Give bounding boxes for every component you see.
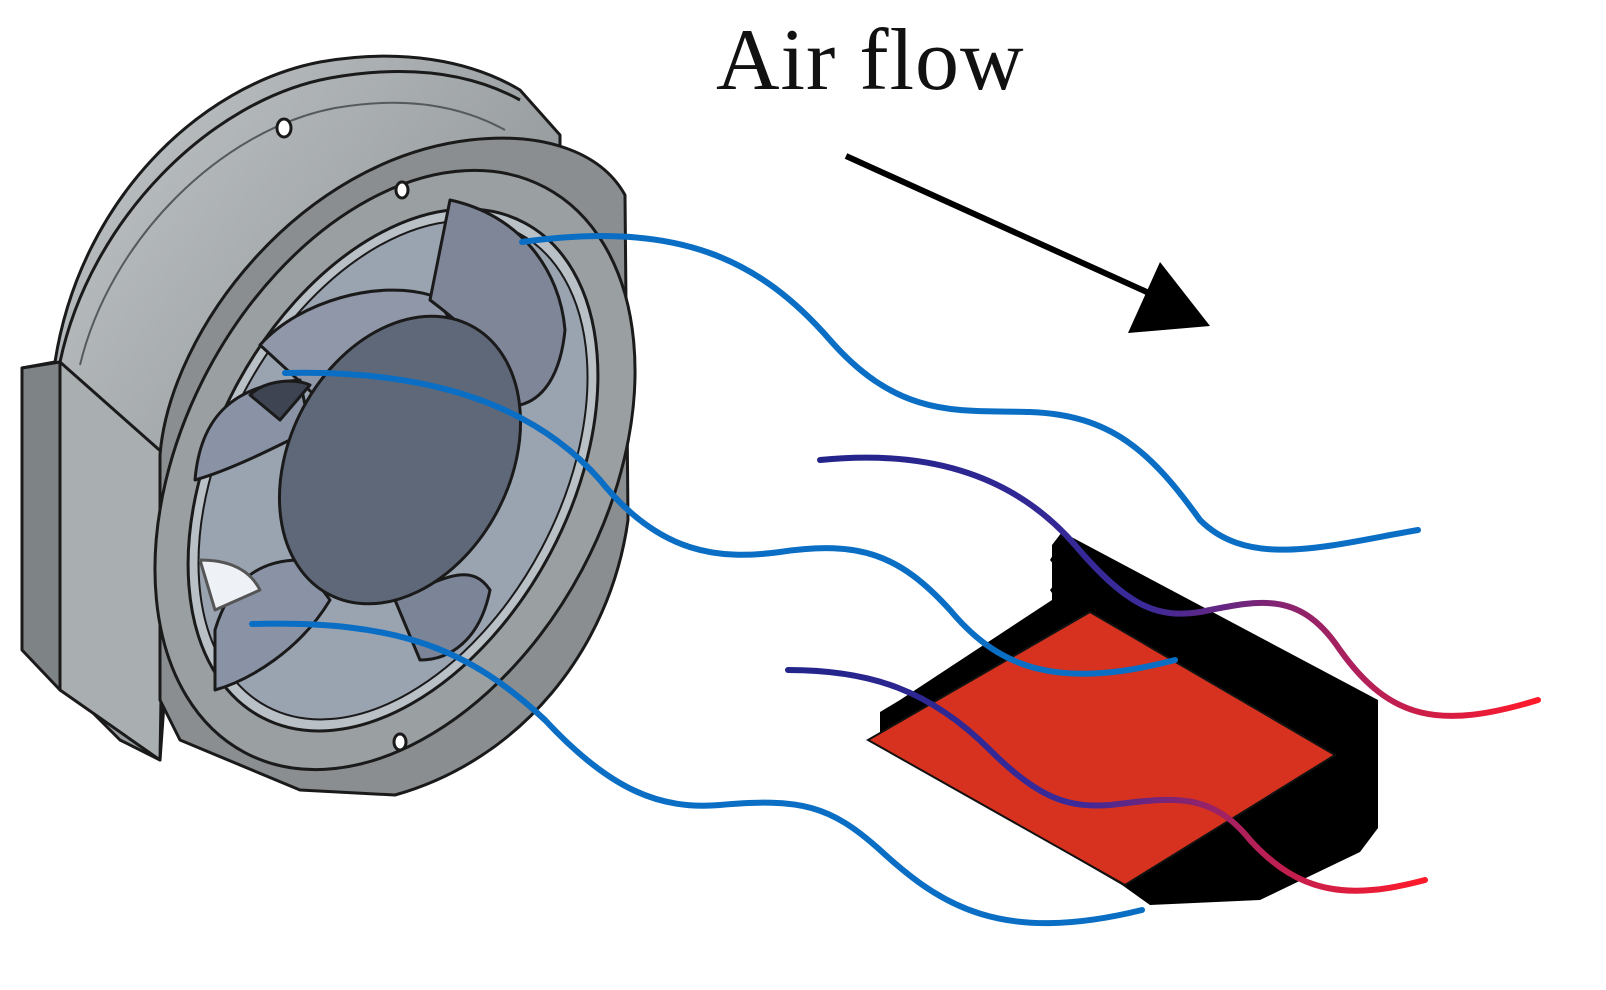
air-stream-warm-2 [785,667,1428,894]
air-stream-3 [249,620,1145,927]
cool-air-lines [249,233,1421,927]
air-stream-1 [519,233,1421,553]
heatsink-chip-icon [865,532,1378,905]
axial-fan-icon [20,54,637,797]
diagram-title: Air flow [716,12,1025,109]
warm-air-lines [785,454,1541,894]
air-stream-2 [282,369,1178,677]
airflow-arrow-icon [844,153,1210,333]
air-stream-warm-1 [817,454,1541,719]
